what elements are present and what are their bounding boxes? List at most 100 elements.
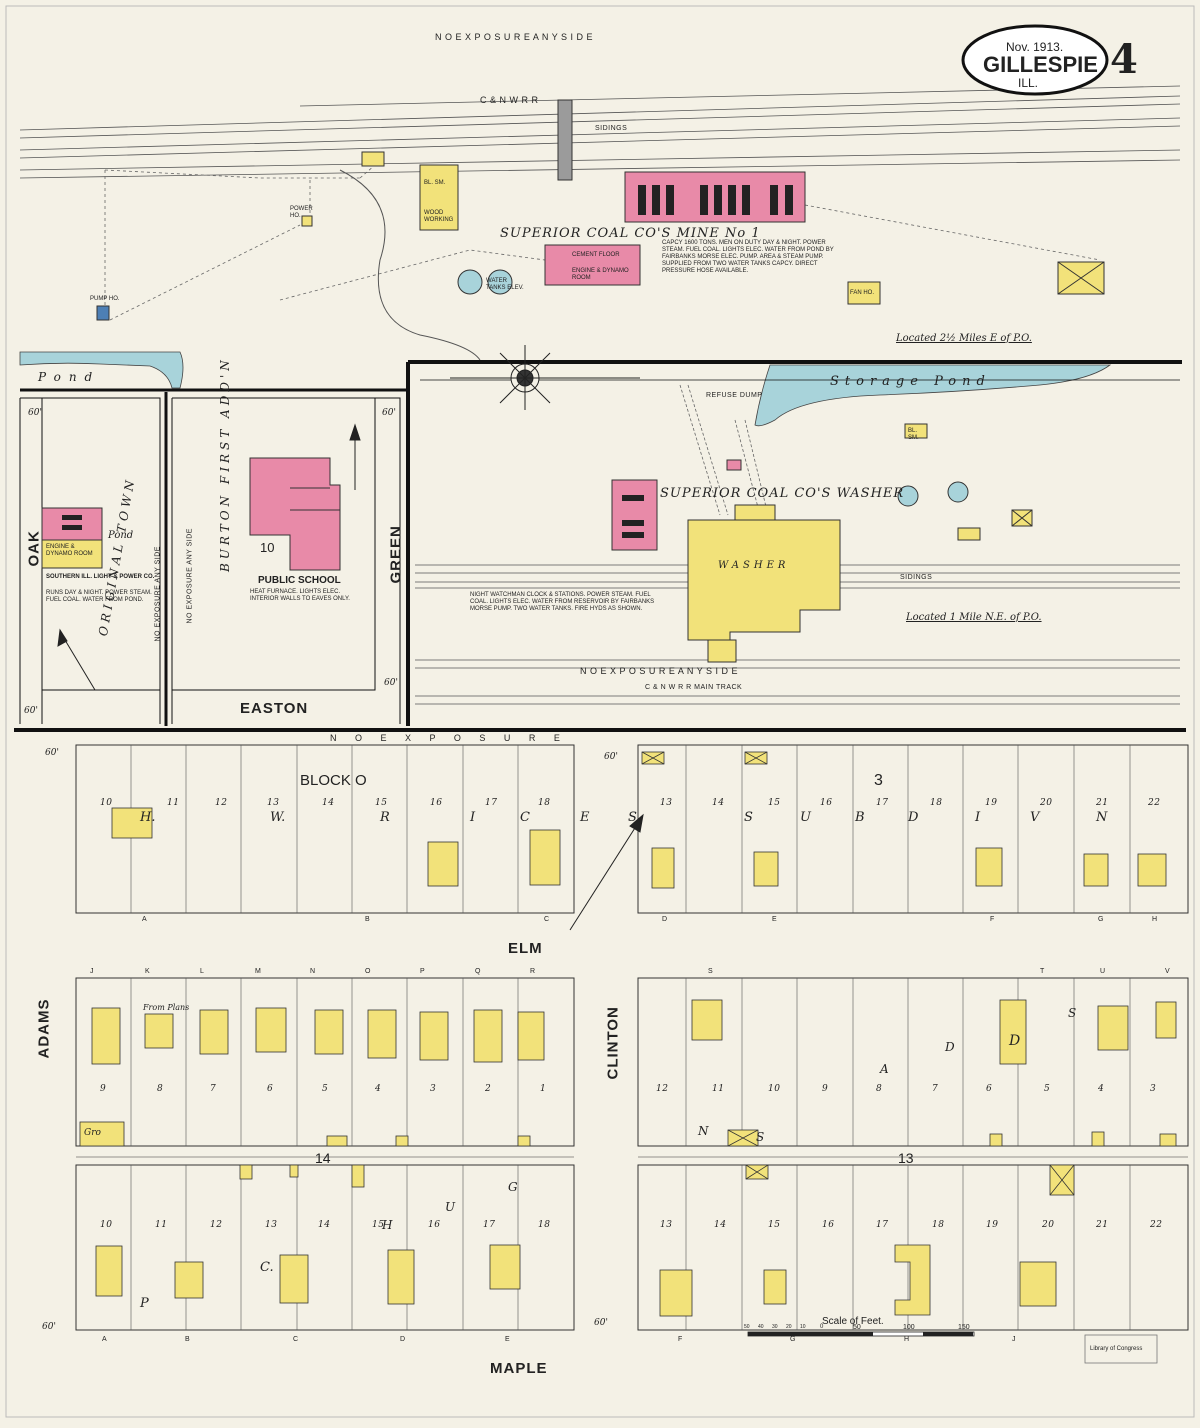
rail-sidings-top: SIDINGS (595, 125, 628, 132)
lot-r3-r20: 20 (1042, 1220, 1055, 1230)
mine-engine-room: ENGINE & DYNAMO ROOM (572, 268, 629, 281)
sands-letter-1: S (756, 1130, 765, 1144)
mine-notes: CAPCY 1600 TONS. MEN ON DUTY DAY & NIGHT… (662, 240, 834, 274)
subdiv-letter-8: S (744, 810, 753, 825)
lot-r3-letter-b: B (185, 1336, 191, 1343)
lot-r1-letter-h: H (1152, 916, 1158, 923)
lot-r3-r18: 18 (932, 1220, 945, 1230)
lot-r3-18: 18 (538, 1220, 551, 1230)
washer-spur (679, 384, 769, 516)
lot-r3-letter-f: F (678, 1336, 683, 1343)
lot-r3-r21: 21 (1096, 1220, 1109, 1230)
scale-tick-100: 100 (903, 1324, 915, 1331)
scale-tick-20: 20 (786, 1324, 792, 1330)
street-green: GREEN (387, 525, 405, 584)
lot-r1-10: 10 (100, 798, 113, 808)
subdiv-letter-2: W. (270, 810, 286, 825)
school-name: PUBLIC SCHOOL (258, 575, 341, 586)
lot-r2-8: 8 (157, 1084, 164, 1094)
library-stamp (1084, 1334, 1158, 1364)
dim-60-4: 60' (24, 706, 38, 716)
street-clinton: CLINTON (604, 1006, 622, 1080)
small-building (361, 151, 385, 167)
scale-tick-0: 0 (820, 1324, 824, 1330)
dim-60-1: 60' (28, 408, 42, 418)
washer-boilers (622, 495, 644, 538)
block-exposure-note: N O E X P O S U R E (330, 733, 568, 743)
lot-r3-r14: 14 (714, 1220, 727, 1230)
mine-name: SUPERIOR COAL CO'S MINE No 1 (500, 226, 761, 241)
lot-r2-r5: 5 (1044, 1084, 1051, 1094)
dim-60-6: 60' (604, 752, 618, 762)
subdiv-letter-4: I (470, 810, 476, 825)
scale-bar (747, 1331, 975, 1337)
original-no-exposure: NO EXPOSURE ANY SIDE (154, 546, 162, 642)
rail-label-top: C & N W R R (480, 95, 539, 105)
grocery-label: Gro (84, 1128, 101, 1138)
rail-main-track: C & N W R R MAIN TRACK (645, 684, 743, 691)
lot-r2-letter-k: K (145, 968, 151, 975)
lot-r3-r19: 19 (986, 1220, 999, 1230)
street-oak: OAK (25, 530, 43, 567)
engine-room-building (544, 244, 641, 286)
rail-sidings-washer: SIDINGS (900, 574, 933, 581)
lot-r2-letter-s: S (708, 968, 714, 975)
street-maple: MAPLE (490, 1360, 548, 1377)
lot-r1-r20: 20 (1040, 798, 1053, 808)
street-easton: EASTON (240, 700, 309, 717)
subdiv-letter-10: B (855, 810, 865, 825)
public-school-building (249, 457, 341, 571)
scale-tick-40: 40 (758, 1324, 764, 1330)
lot-r2-2: 2 (485, 1084, 492, 1094)
lot-r1-r15: 15 (768, 798, 781, 808)
lot-r3-15: 15 (372, 1220, 385, 1230)
dim-60-2: 60' (382, 408, 396, 418)
block-14: 14 (315, 1150, 331, 1166)
block-13: 13 (898, 1150, 914, 1166)
sheet-number: 4 (1110, 36, 1138, 83)
scale-tick-50a: 50 (744, 1324, 750, 1330)
lot-r2-r6: 6 (986, 1084, 993, 1094)
lot-r3-letter-g: G (790, 1336, 796, 1343)
mine-wood-working: WOOD WORKING (424, 210, 454, 223)
scale-tick-10: 10 (800, 1324, 806, 1330)
lot-r2-5: 5 (322, 1084, 329, 1094)
power-co-name: SOUTHERN ILL. LIGHT & POWER CO. (46, 574, 155, 580)
washer-small-yellow (957, 527, 981, 541)
dwelling-large-d: D (1009, 1033, 1021, 1049)
lot-r3-r15: 15 (768, 1220, 781, 1230)
lot-r2-r10: 10 (768, 1084, 781, 1094)
pond-label: Pond (38, 370, 101, 384)
mine-fan-house: FAN HO. (850, 290, 875, 296)
pond-left (19, 351, 184, 389)
lot-r1-letter-f: F (990, 916, 995, 923)
mine-location: Located 2½ Miles E of P.O. (896, 333, 1032, 344)
school-block-number: 10 (260, 540, 275, 555)
title-date: Nov. 1913. (1006, 40, 1064, 54)
block-3: 3 (874, 772, 883, 789)
lot-r1-12: 12 (215, 798, 228, 808)
lot-r2-letter-m: M (255, 968, 262, 975)
lot-r3-13: 13 (265, 1220, 278, 1230)
lot-r3-r16: 16 (822, 1220, 835, 1230)
lot-r1-13: 13 (267, 798, 280, 808)
lot-r2-letter-q: Q (475, 968, 481, 975)
subdiv-letter-7: S (628, 810, 637, 825)
lot-r2-9: 9 (100, 1084, 107, 1094)
lot-r2-r8: 8 (876, 1084, 883, 1094)
lot-r1-letter-g: G (1098, 916, 1104, 923)
crossed-outbuildings (641, 751, 1075, 1196)
power-co-notes: RUNS DAY & NIGHT. POWER STEAM. FUEL COAL… (46, 590, 152, 603)
lot-r3-letter-c: C (293, 1336, 299, 1343)
dwellings (79, 751, 1177, 1317)
hughes-letter-2: U (445, 1200, 456, 1214)
lot-r3-letter-d: D (400, 1336, 406, 1343)
street-elm: ELM (508, 940, 543, 957)
lot-r1-r13: 13 (660, 798, 673, 808)
lot-r1-r18: 18 (930, 798, 943, 808)
scale-tick-150: 150 (958, 1324, 970, 1331)
washer-engine-building (611, 479, 658, 551)
washer-location: Located 1 Mile N.E. of P.O. (906, 612, 1042, 623)
section-dividers (14, 360, 1186, 732)
compass-rose (450, 345, 640, 410)
